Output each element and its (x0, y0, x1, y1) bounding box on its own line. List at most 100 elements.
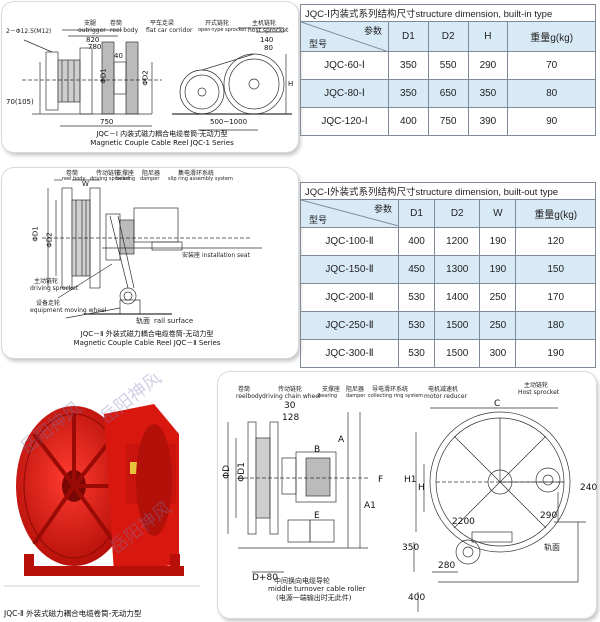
table2-cell-w: 250 (479, 283, 517, 312)
built-out-reel-drawing (42, 179, 262, 319)
label3-host-cn: 主动链轮 (524, 382, 549, 389)
label2-drive-en: driving sprocket (30, 285, 79, 292)
table2-cell-w: 190 (479, 227, 517, 256)
label-reel-en: reel body (110, 27, 139, 34)
table2-cell-weight: 180 (515, 311, 596, 340)
built-out-spec-table: JQC-Ⅰ外装式系列结构尺寸structure dimension, built… (300, 182, 596, 368)
table1-col-d1: D1 (388, 21, 429, 52)
dim3-e: E (314, 511, 320, 521)
label-sprocket-cn: 开式链轮 (205, 20, 230, 27)
product-photo: 岳阳神风 岳阳神风 岳阳神风 (4, 374, 200, 604)
diagram1-caption-en: Magnetic Couple Cable Reel JQC-1 Series (90, 139, 234, 147)
dim3-dd1: ΦD1 (236, 462, 247, 482)
label-bolt: 2－Φ12.5(M12) (6, 28, 52, 35)
built-out-table-title: JQC-Ⅰ外装式系列结构尺寸structure dimension, built… (300, 182, 596, 200)
dim2-d2: ΦD2 (45, 232, 54, 248)
table2-cell-d1: 400 (397, 227, 436, 256)
label2-bearing-cn: 支撑座 (116, 170, 135, 177)
dim-40: 40 (114, 52, 123, 60)
label3-roller-cn: 中间换向电缆导轮 (274, 577, 330, 585)
label2-rail-en: rail surface (154, 317, 194, 325)
label3-slip-cn: 导电滑环系统 (372, 386, 409, 393)
label2-wheel-cn: 设备走轮 (36, 300, 61, 307)
dim-500-1000: 500~1000 (210, 118, 248, 126)
cable-reel-illustration (4, 374, 200, 604)
table-row: JQC-60-Ⅰ 350 550 290 70 (300, 51, 596, 80)
dim3-280: 280 (438, 561, 456, 571)
label3-motor-cn: 电机减速机 (428, 386, 459, 393)
dim3-400: 400 (408, 593, 426, 603)
built-in-table-title: JQC-Ⅰ内装式系列结构尺寸structure dimension, built… (300, 4, 596, 22)
table-row: JQC-100-Ⅱ 400 1200 190 120 (300, 227, 596, 256)
label3-reel-cn: 卷筒 (238, 386, 251, 393)
label2-damper-en: damper (140, 176, 160, 182)
label3-damper-en: damper (346, 393, 366, 399)
label-corridor-cn: 平车走梁 (150, 20, 175, 27)
label-reel-cn: 卷筒 (110, 20, 123, 27)
table1-cell-weight: 90 (507, 107, 596, 136)
table-row: JQC-120-Ⅰ 400 750 390 90 (300, 107, 596, 136)
table1-cell-h: 350 (467, 79, 509, 108)
table2-cell-model: JQC-300-Ⅱ (300, 339, 399, 368)
built-out-diagram-panel: 卷筒 reel body W 传动链轮 driving sprocket 支撑座… (2, 168, 298, 358)
dim3-350: 350 (402, 543, 420, 553)
table1-cell-d1: 400 (388, 107, 429, 136)
table2-col-d2: D2 (434, 199, 481, 228)
label2-damper-cn: 阻尼器 (142, 170, 161, 177)
table2-cell-d2: 1500 (434, 311, 481, 340)
table2-cell-model: JQC-100-Ⅱ (300, 227, 399, 256)
label3-roller-en: middle turnover cable roller (268, 585, 366, 593)
label2-reel-cn: 卷筒 (66, 170, 79, 177)
table2-cell-w: 190 (479, 255, 517, 284)
label-host-en: host sprocket (248, 27, 289, 34)
dim3-dd: ΦD (222, 464, 233, 480)
label3-bearing-cn: 支撑座 (322, 386, 341, 393)
table2-cell-w: 250 (479, 311, 517, 340)
table2-corner-model: 型号 (309, 215, 328, 225)
dim3-290: 290 (540, 511, 558, 521)
dim-780: 780 (88, 43, 102, 51)
dim3-h: H (418, 483, 425, 493)
table1-col-h: H (467, 21, 509, 52)
table-row: JQC-300-Ⅱ 530 1500 300 190 (300, 339, 596, 368)
dim2-w: W (82, 180, 89, 188)
table1-cell-model: JQC-120-Ⅰ (300, 107, 389, 136)
table2-col-w: W (479, 199, 517, 228)
table2-cell-model: JQC-250-Ⅱ (300, 311, 399, 340)
built-in-spec-table: JQC-Ⅰ内装式系列结构尺寸structure dimension, built… (300, 4, 596, 136)
diagram2-caption-en: Magnetic Couple Cable Reel JQC－Ⅱ Series (73, 339, 221, 347)
dim3-30: 30 (284, 401, 296, 411)
table2-cell-d1: 530 (397, 283, 436, 312)
dim3-b: B (314, 445, 321, 455)
label3-chain-cn: 传动链轮 (278, 386, 303, 393)
label2-seat-en: installation seat (202, 252, 250, 259)
table1-cell-h: 290 (467, 51, 509, 80)
label2-bearing-en: bearing (116, 176, 136, 182)
dim-750: 750 (100, 118, 114, 126)
table1-corner-cell: 参数 型号 (300, 21, 389, 52)
table1-col-weight: 重量g(kg) (507, 21, 596, 52)
table1-cell-d1: 350 (388, 79, 429, 108)
table-row: JQC-250-Ⅱ 530 1500 250 180 (300, 311, 596, 340)
table2-col-d1: D1 (397, 199, 436, 228)
label2-rail-cn: 轨面 (136, 317, 150, 325)
built-in-reel-drawing (22, 27, 292, 131)
motorized-reel-drawing (227, 407, 586, 612)
label3-motor-en: motor reducer (424, 393, 468, 400)
label3-host-en: Host sprocket (518, 389, 560, 396)
label-outrigger-en: outrigger (78, 27, 106, 34)
table2-col-weight: 重量g(kg) (515, 199, 596, 228)
dim3-128: 128 (282, 413, 300, 423)
table1-cell-model: JQC-80-Ⅰ (300, 79, 389, 108)
label3-rail: 轨面 (544, 543, 560, 552)
table1-cell-weight: 80 (507, 79, 596, 108)
table-row: JQC-80-Ⅰ 350 650 350 80 (300, 79, 596, 108)
diagram2-caption-cn: JQC－Ⅱ 外装式磁力耦合电缆卷筒-无动力型 (80, 330, 214, 338)
table2-cell-d2: 1200 (434, 227, 481, 256)
table2-cell-weight: 120 (515, 227, 596, 256)
built-in-diagram-panel: 2－Φ12.5(M12) 支腿 outrigger 卷筒 reel body 平… (2, 2, 298, 152)
table2-cell-d2: 1400 (434, 283, 481, 312)
label2-slip-cn: 集电滑环系统 (178, 170, 215, 177)
table2-cell-d2: 1500 (434, 339, 481, 368)
table1-corner-model: 型号 (309, 39, 328, 49)
